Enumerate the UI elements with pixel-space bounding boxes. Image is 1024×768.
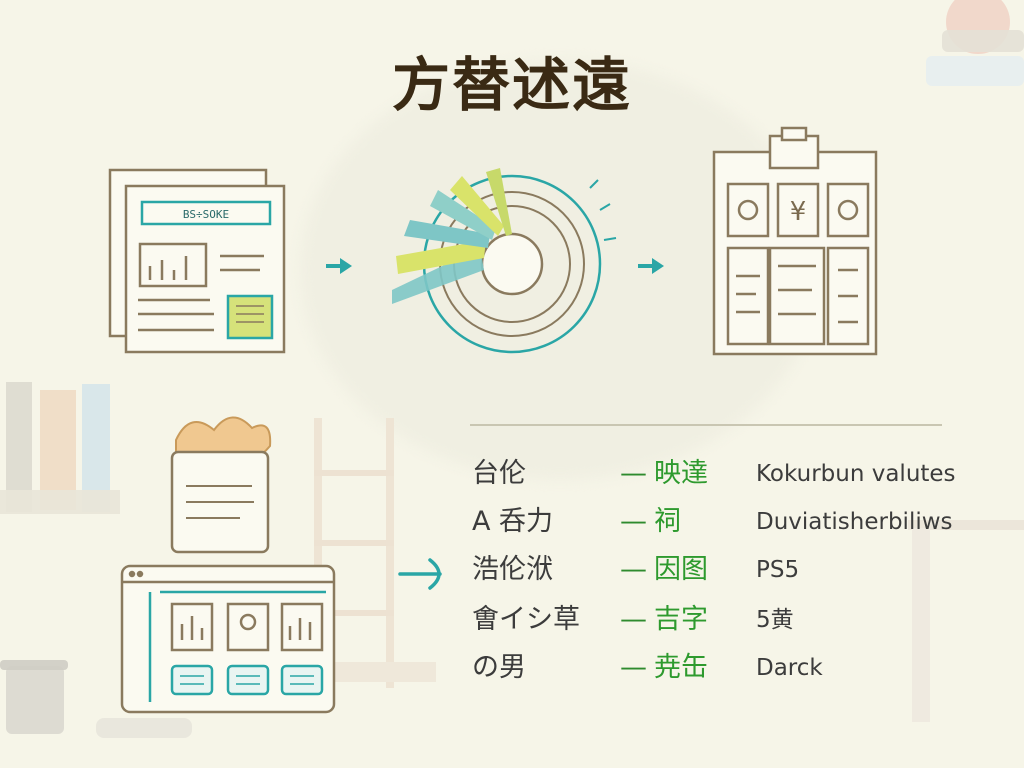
page-title: 方替述遠 bbox=[391, 51, 632, 119]
pie-wheel-icon bbox=[392, 168, 617, 354]
legend-row: 台伦 — 映達 Kokurbun valutes bbox=[468, 454, 988, 494]
legend-left: A 呑力 bbox=[472, 506, 554, 537]
legend-dash: — bbox=[620, 458, 647, 489]
legend-row: A 呑力 — 祠 Duviatisherbiliws bbox=[468, 502, 988, 542]
legend-dash: — bbox=[620, 506, 647, 537]
legend-right: Duviatisherbiliws bbox=[756, 509, 953, 535]
legend-mid: 因图 bbox=[654, 554, 708, 585]
legend-dash: — bbox=[620, 604, 647, 635]
legend-left: 浩伦洑 bbox=[472, 554, 553, 585]
arrow-right-icon bbox=[326, 258, 352, 274]
legend-right: PS5 bbox=[756, 557, 800, 583]
board-symbol: ¥ bbox=[790, 197, 807, 227]
arrow-right-icon bbox=[638, 258, 664, 274]
legend-mid: 祠 bbox=[654, 506, 681, 537]
legend-row: の男 — 尭缶 Darck bbox=[468, 648, 988, 688]
document-icon bbox=[108, 168, 286, 354]
legend-mid: 吉字 bbox=[654, 604, 708, 635]
legend-left: の男 bbox=[472, 652, 526, 683]
clipboard-board-icon bbox=[712, 126, 878, 356]
legend-right: Kokurbun valutes bbox=[756, 461, 956, 487]
legend-left: 台伦 bbox=[472, 458, 526, 489]
legend-row: 浩伦洑 — 因图 PS5 bbox=[468, 550, 988, 590]
note-stack-icon bbox=[170, 416, 272, 554]
legend-mid: 映達 bbox=[654, 458, 708, 489]
legend-right: Darck bbox=[756, 655, 823, 681]
legend-mid: 尭缶 bbox=[654, 652, 708, 683]
legend-dash: — bbox=[620, 554, 647, 585]
arrow-right-icon bbox=[398, 558, 442, 590]
legend-row: 㑹イシ草 — 吉字 5黄 bbox=[468, 600, 988, 640]
legend-dash: — bbox=[620, 652, 647, 683]
legend-divider bbox=[470, 424, 942, 426]
browser-window-icon bbox=[120, 564, 336, 714]
doc-header-text: BS÷SOKE bbox=[183, 208, 229, 221]
legend-right: 5黄 bbox=[756, 607, 794, 633]
legend-left: 㑹イシ草 bbox=[472, 604, 580, 635]
